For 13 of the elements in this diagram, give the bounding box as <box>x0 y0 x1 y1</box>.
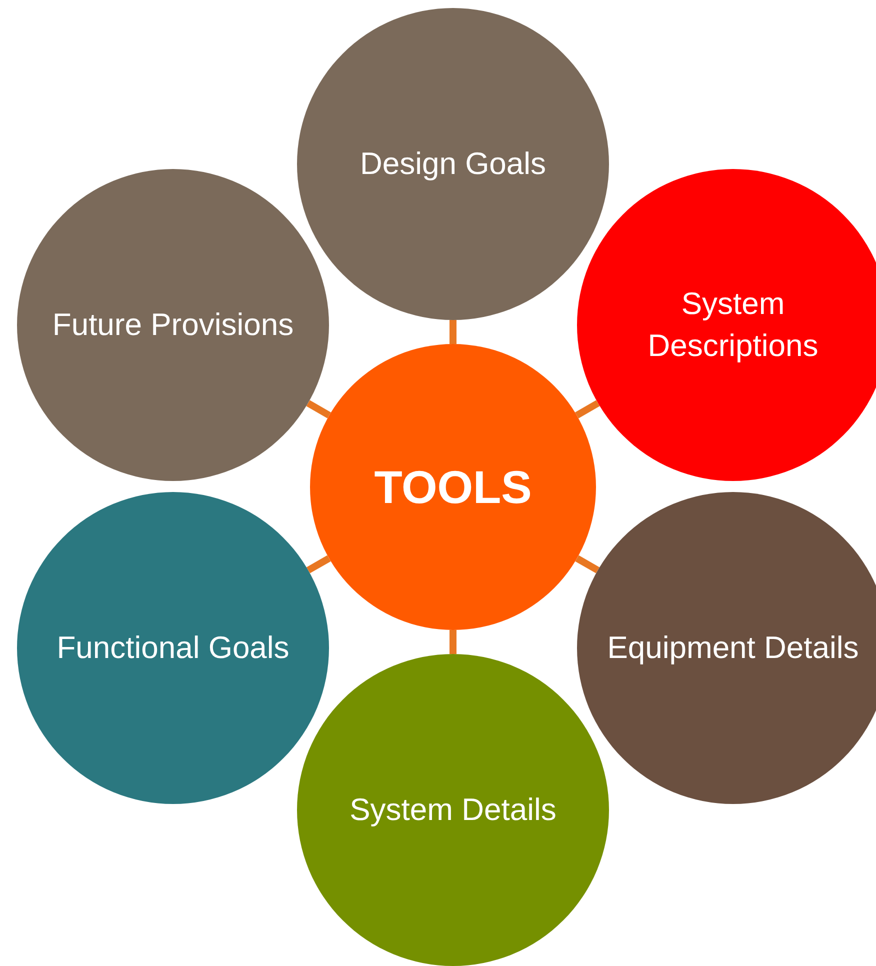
connector-line <box>306 555 331 574</box>
connector-line <box>450 320 456 344</box>
connector-line <box>575 400 600 418</box>
connector-line <box>450 630 456 654</box>
circle-label: Design Goals <box>358 145 548 184</box>
circle-label: Equipment Details <box>606 629 860 668</box>
connector-line <box>306 400 331 418</box>
circle-label: System Descriptions <box>646 285 820 365</box>
circle-label: System Details <box>348 791 558 830</box>
connector-line <box>575 555 600 574</box>
circle-label: Functional Goals <box>56 629 290 668</box>
circle-label: TOOLS <box>373 460 533 515</box>
circle-label: Future Provisions <box>51 306 295 344</box>
